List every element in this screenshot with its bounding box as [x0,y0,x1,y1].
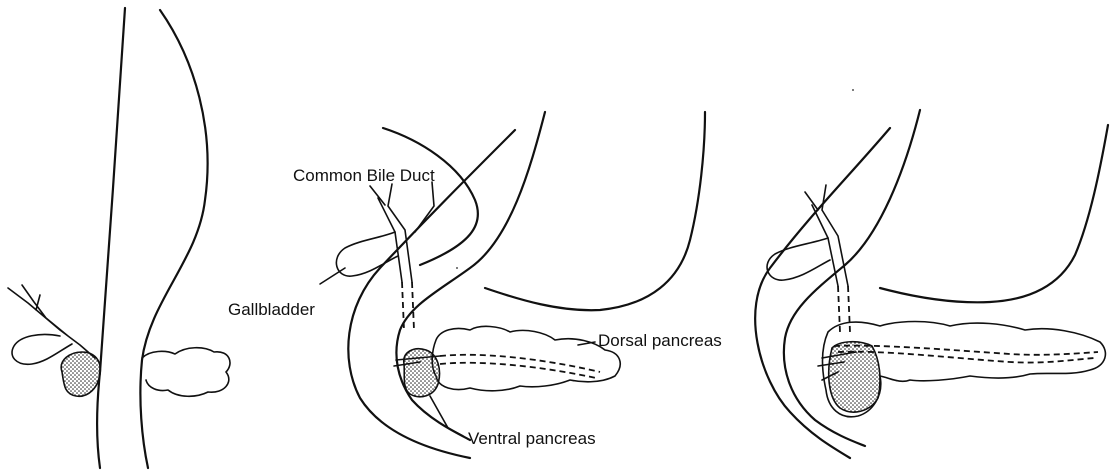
hepatic-duct-branches [8,285,95,358]
dorsal-pancreatic-duct [440,355,600,378]
label-ventral-pancreas: Ventral pancreas [468,429,596,448]
stomach-curve-3 [880,125,1108,302]
label-dorsal-pancreas: Dorsal pancreas [598,331,722,350]
gut-tube-right-wall [140,10,207,468]
speck [852,89,854,91]
label-gallbladder: Gallbladder [228,300,315,319]
speck [456,267,458,269]
common-bile-duct-leader [415,182,434,232]
dorsal-pancreas-outline [432,326,620,390]
gallbladder-leader [320,268,345,284]
common-bile-duct-dashed [402,282,414,330]
dorsal-bud-stage-1 [142,348,230,397]
ventral-pancreas-leader [430,396,463,436]
ventral-bud-stage-1 [61,352,100,396]
label-common-bile-duct: Common Bile Duct [293,166,435,185]
gut-tube-left-wall [97,8,125,468]
stage-2-panel: Common Bile Duct Gallbladder Dorsal panc… [228,112,722,458]
stomach-curve [485,112,705,310]
stage-1-panel [8,8,230,468]
stage-3-panel [755,110,1108,458]
gallbladder-stage-2 [336,232,398,276]
